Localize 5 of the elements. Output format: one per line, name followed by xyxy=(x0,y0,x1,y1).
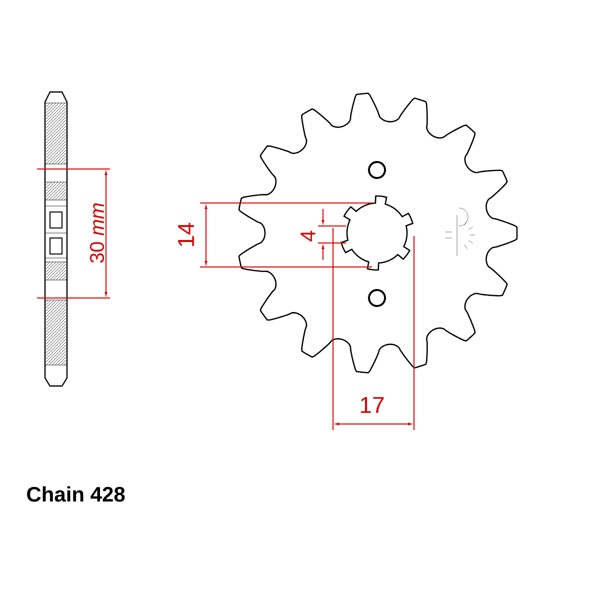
dimension-label: 17 xyxy=(358,396,386,414)
dimension-label: 4 xyxy=(300,229,316,243)
dimension-label: 14 xyxy=(177,221,195,249)
dimension-label: 30 mm xyxy=(88,201,106,265)
chain-label: Chain 428 xyxy=(27,486,125,502)
